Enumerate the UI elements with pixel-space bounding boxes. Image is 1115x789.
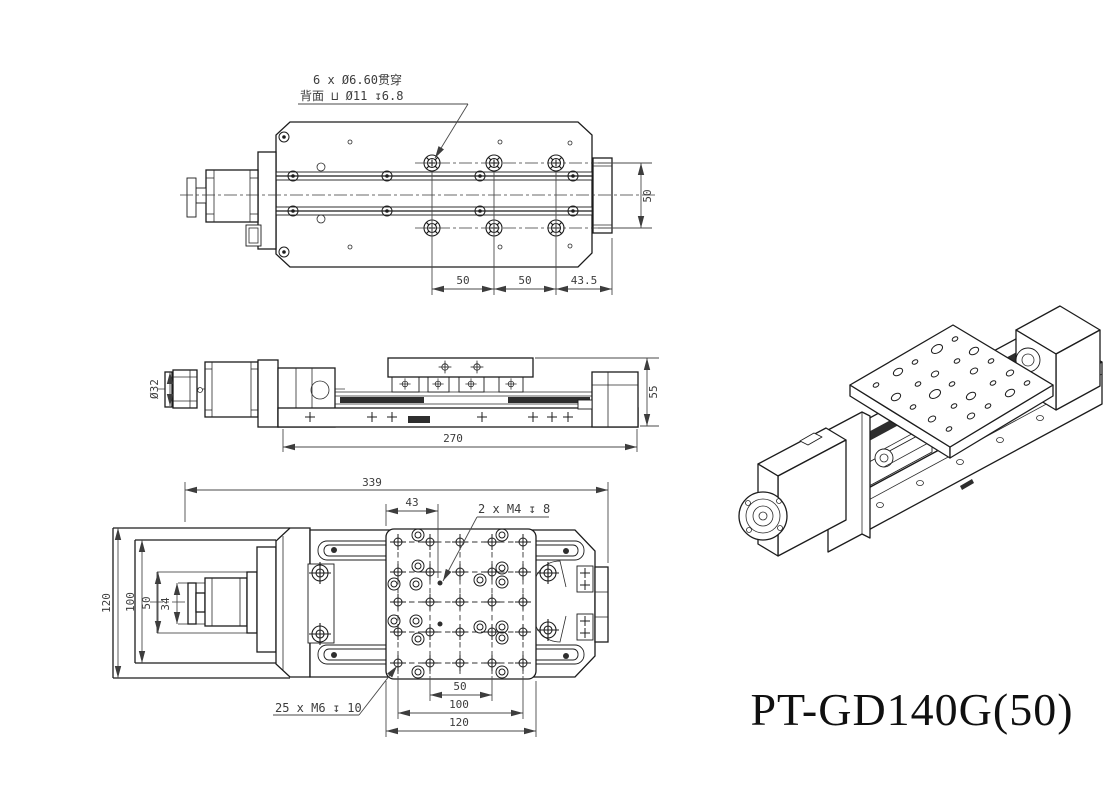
dim-front-height: 55 <box>647 385 660 398</box>
dim-bottom-120: 120 <box>100 593 113 613</box>
end-block <box>594 566 609 643</box>
slide-table-front <box>387 357 534 378</box>
motor-connector <box>245 224 262 247</box>
callout-6x-holes-line1: 6 x Ø6.60贯穿 <box>313 72 402 87</box>
part-number: PT-GD140G(50) <box>750 684 1073 735</box>
bottom-view-dimensions: 339 43 120 100 50 34 50 100 120 <box>100 476 609 737</box>
motor-shaft-cap <box>738 491 788 541</box>
callout-m6: 25 x M6 ↧ 10 <box>275 701 362 715</box>
dim-bottom-grid100: 100 <box>449 698 469 711</box>
top-view-body <box>186 121 613 268</box>
dim-top-hole-pitch-2: 50 <box>518 274 531 287</box>
top-view-centerlines <box>180 162 655 229</box>
m4-hole <box>437 580 443 586</box>
dim-front-base-length: 270 <box>443 432 463 445</box>
m4-hole <box>437 621 443 627</box>
brand-mark <box>408 416 430 423</box>
top-view-hole-callout: 6 x Ø6.60贯穿 背面 ⊔ Ø11 ↧6.8 <box>298 72 469 159</box>
motor-bottom <box>187 546 277 653</box>
front-view-body <box>158 357 639 428</box>
m6-callout: 25 x M6 ↧ 10 <box>273 665 398 716</box>
dim-bottom-overall: 339 <box>362 476 382 489</box>
grid-dashed-lines <box>391 534 531 674</box>
dim-bottom-grid120: 120 <box>449 716 469 729</box>
motor-top <box>186 169 262 247</box>
front-view-dimensions: Ø32 55 270 <box>148 357 660 452</box>
dim-bottom-grid50: 50 <box>453 680 466 693</box>
iso-view <box>738 305 1103 557</box>
dim-bottom-m4-offset: 43 <box>405 496 418 509</box>
callout-m4: 2 x M4 ↧ 8 <box>478 502 550 516</box>
brand-mark-iso <box>960 479 974 490</box>
iso-plate-holes <box>872 336 1031 432</box>
callout-6x-holes-line2: 背面 ⊔ Ø11 ↧6.8 <box>300 89 403 103</box>
dim-front-shaft-dia: Ø32 <box>148 379 161 399</box>
dim-bottom-34: 34 <box>159 597 172 611</box>
front-view: Ø32 55 270 <box>148 357 660 452</box>
bottom-view-body <box>112 527 609 680</box>
table-hole-grid <box>385 528 537 680</box>
m4-callout: 2 x M4 ↧ 8 <box>442 502 550 582</box>
dim-top-hole-row-span: 50 <box>641 189 654 202</box>
bottom-view: 339 43 120 100 50 34 50 100 120 <box>100 476 609 737</box>
dim-top-end-offset: 43.5 <box>571 274 598 287</box>
top-view-dimensions: 50 50 50 43.5 <box>431 162 654 295</box>
dim-bottom-50: 50 <box>140 596 153 609</box>
dim-top-hole-pitch-1: 50 <box>456 274 469 287</box>
coupling <box>172 369 198 409</box>
top-view: 50 50 50 43.5 6 x Ø6.60贯穿 背面 ⊔ Ø11 ↧6.8 <box>180 72 655 295</box>
top-view-holes <box>278 131 579 258</box>
leadscrew <box>874 448 894 468</box>
motor-front <box>204 361 259 418</box>
base-rail <box>277 407 639 428</box>
dim-bottom-100: 100 <box>124 592 137 612</box>
